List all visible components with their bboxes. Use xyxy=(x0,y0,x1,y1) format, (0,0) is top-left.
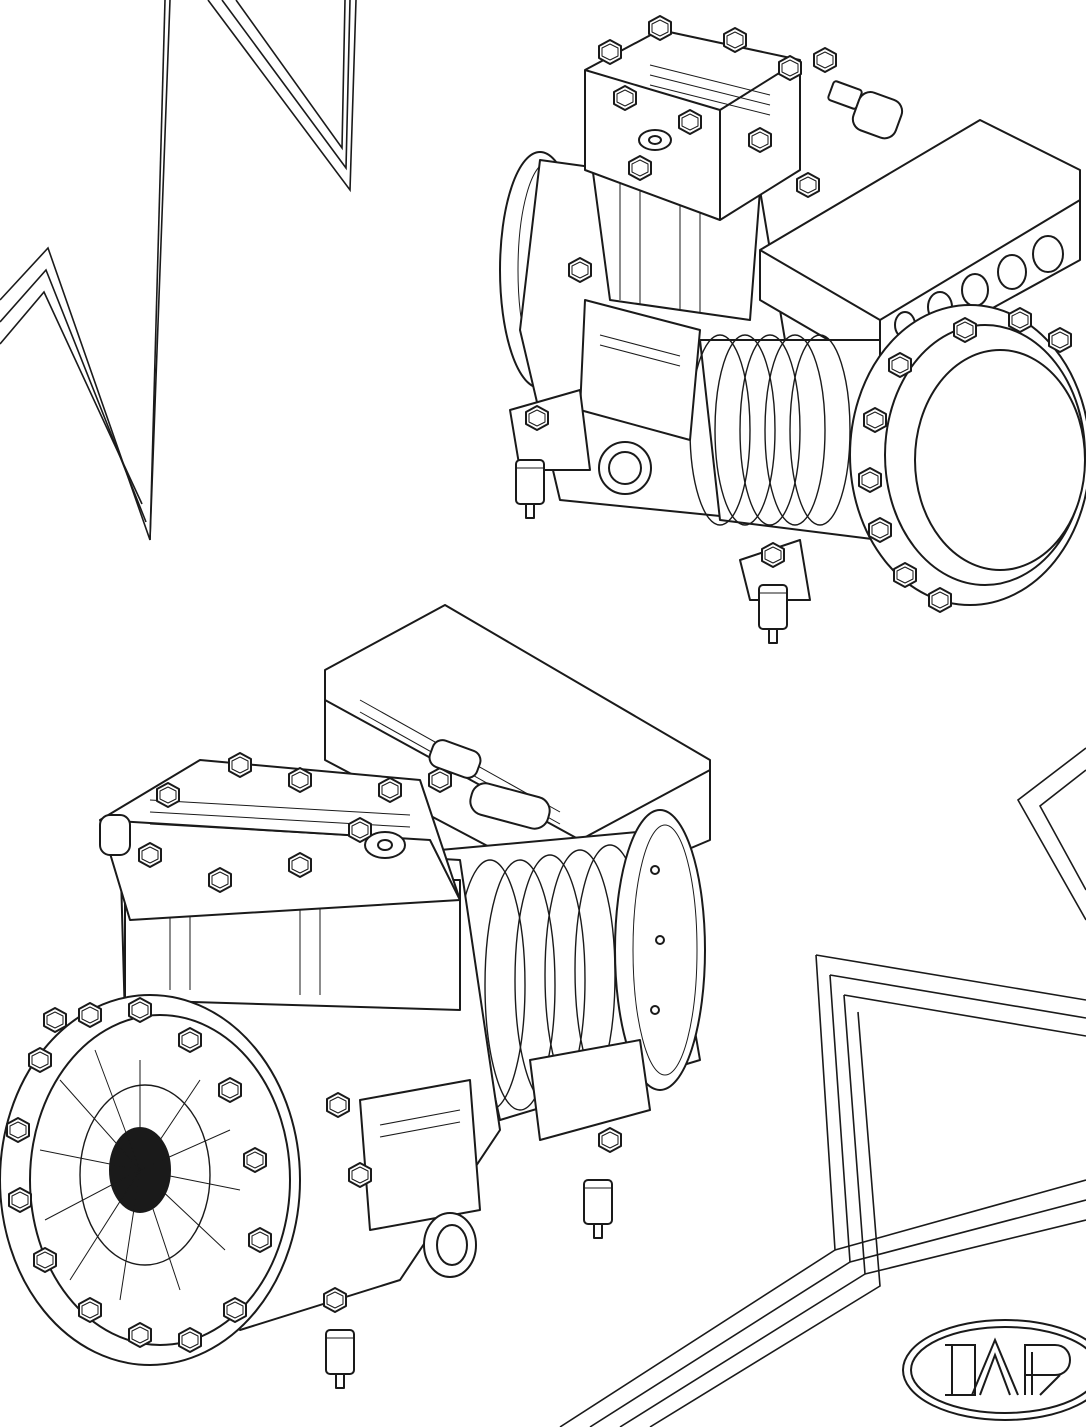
compressor-top xyxy=(499,15,1086,644)
compressor-bottom xyxy=(0,604,711,1389)
zigzag-lightning-bottom-right xyxy=(559,747,1086,1427)
zigzag-lightning-top-left xyxy=(0,0,357,541)
manufacturer-logo-icon xyxy=(902,1319,1086,1421)
